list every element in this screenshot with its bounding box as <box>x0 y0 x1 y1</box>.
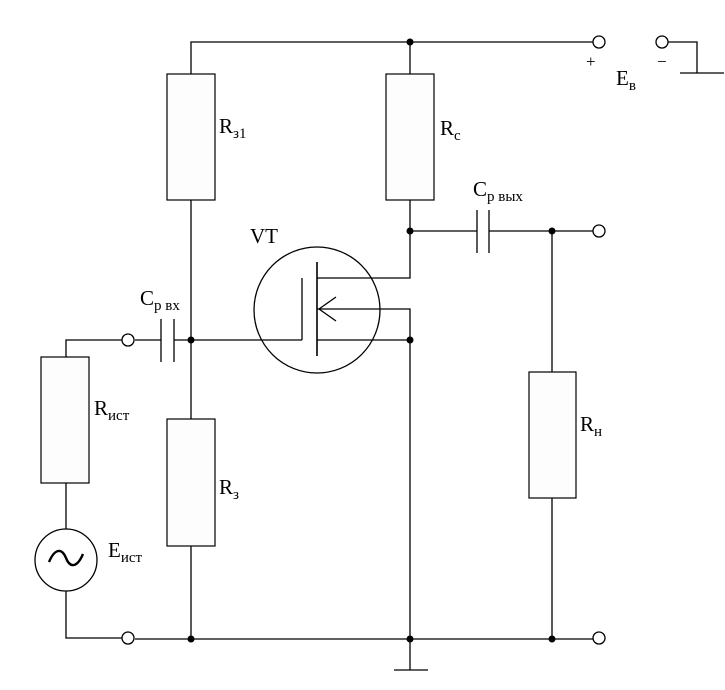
resistor-rz <box>166 418 216 547</box>
label-esupply: Eв <box>616 66 636 94</box>
resistor-rload <box>528 371 577 499</box>
label-rload: Rн <box>580 412 602 440</box>
resistor-rsource <box>40 356 90 484</box>
label-eist: Eист <box>108 538 143 566</box>
wires <box>65 41 724 671</box>
label-rc: Rс <box>440 116 461 144</box>
output-ground-terminal <box>592 631 606 645</box>
label-cout: Cр вых <box>473 177 523 205</box>
label-rz: Rз <box>219 475 239 503</box>
resistor-rc <box>385 73 435 201</box>
supply-rail-wire <box>190 41 593 74</box>
transistor-vt <box>253 246 381 374</box>
ac-source-eist <box>34 528 98 592</box>
output-terminal <box>592 224 606 238</box>
label-rsource: Rист <box>94 396 130 424</box>
resistor-rz1 <box>166 73 216 201</box>
input-terminal <box>121 333 135 347</box>
label-cin: Cр вх <box>140 286 180 314</box>
drain-wire <box>317 231 411 279</box>
terminals <box>121 35 669 645</box>
capacitor-cin <box>160 319 175 362</box>
label-rz1: Rз1 <box>219 114 246 142</box>
capacitor-cout <box>476 210 490 253</box>
supply-plus-terminal <box>592 35 606 49</box>
source-wire <box>317 308 411 639</box>
label-vt: VT <box>250 224 278 248</box>
supply-minus-wire <box>668 41 698 73</box>
label-plus: + <box>586 52 596 71</box>
junction-nodes <box>187 38 556 643</box>
input-ground-terminal <box>121 631 135 645</box>
supply-minus-terminal <box>655 35 669 49</box>
label-minus: − <box>657 52 667 71</box>
gen-bottom-wire <box>65 591 122 639</box>
rsource-top-wire <box>65 339 122 357</box>
